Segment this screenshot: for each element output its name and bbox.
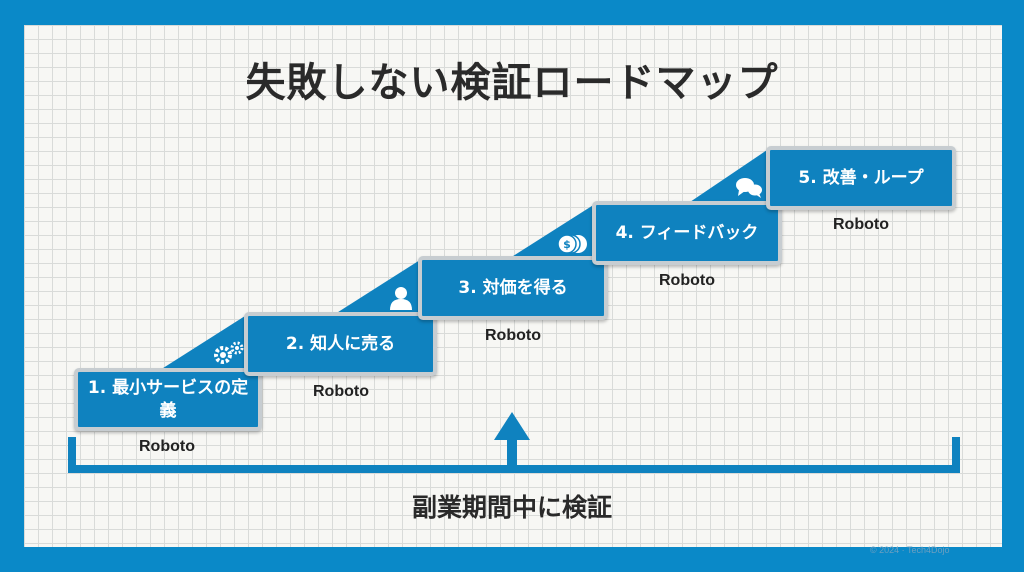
chat-icon [736,178,762,198]
copyright-text: © 2024 · Tech4Dojo [870,545,950,555]
step-4-sublabel: Roboto [659,272,715,289]
step-5-box: 5. 改善・ループ [766,146,956,210]
bracket-bottom [68,465,960,473]
period-label: 副業期間中に検証 [411,493,612,522]
arrow-head [494,412,530,440]
bracket-left [68,437,76,473]
step-3-box: 3. 対価を得る [418,256,608,320]
page-title: 失敗しない検証ロードマップ [245,60,779,106]
step-5-sublabel: Roboto [833,216,889,233]
step-1-box: 1. 最小サービスの定義 [74,368,262,431]
step-2-box: 2. 知人に売る [244,312,437,376]
step-2-sublabel: Roboto [313,383,369,400]
step-3-label: 3. 対価を得る [458,277,568,298]
gears-icon [214,341,244,364]
arrow-shaft [507,437,517,467]
svg-text:$: $ [563,238,571,251]
step-4-label: 4. フィードバック [615,222,759,243]
step-1-label: 1. 最小サービスの定義 [87,378,249,421]
step-1-sublabel: Roboto [139,438,195,455]
step-2-label: 2. 知人に売る [285,333,396,354]
step-3-sublabel: Roboto [485,327,541,344]
coins-icon: $ [557,234,587,254]
step-5-label: 5. 改善・ループ [798,167,924,188]
person-icon [390,287,412,310]
step-4-box: 4. フィードバック [592,201,782,265]
bracket-right [952,437,960,473]
